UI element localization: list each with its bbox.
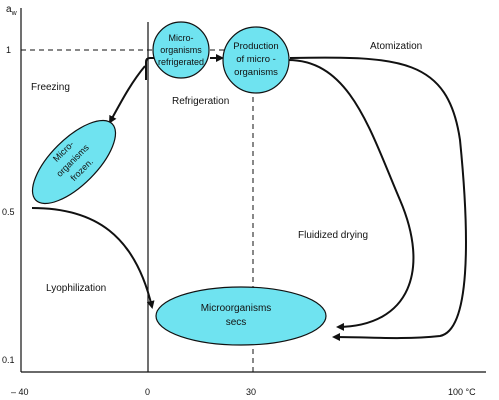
arrow-to-frozen [109, 65, 146, 124]
arrow-lyophilization [31, 207, 155, 309]
x-tick-0: 0 [145, 387, 150, 397]
node-refrigerated: Micro- organisms refrigerated [152, 21, 210, 79]
svg-text:of micro -: of micro - [236, 54, 276, 65]
label-lyophilization: Lyophilization [46, 283, 106, 294]
svg-text:refrigerated: refrigerated [158, 57, 204, 67]
y-tick-1: 1 [6, 45, 11, 55]
label-freezing: Freezing [31, 82, 70, 93]
arrow-fluidized-drying [287, 59, 415, 331]
svg-text:secs: secs [226, 317, 247, 328]
label-fluidized-drying: Fluidized drying [298, 230, 368, 241]
label-refrigeration: Refrigeration [172, 96, 229, 107]
svg-text:Production: Production [233, 41, 278, 52]
node-production: Production of micro - organisms [222, 26, 290, 94]
y-axis-label: aw [6, 4, 18, 17]
svg-text:Microorganisms: Microorganisms [201, 303, 272, 314]
node-dry-microorganisms: Microorganisms secs [155, 286, 327, 346]
node-frozen: Micro- organisms frozen. [31, 119, 117, 205]
svg-text:Micro-: Micro- [169, 33, 194, 43]
y-tick-0-1: 0.1 [2, 355, 15, 365]
y-tick-0-5: 0.5 [2, 207, 15, 217]
curve-zero-to-refrigerated [145, 57, 154, 80]
arrow-atomization [289, 56, 467, 342]
label-atomization: Atomization [370, 41, 422, 52]
x-tick-100: 100 °C [448, 387, 476, 397]
svg-text:organisms: organisms [160, 45, 202, 55]
x-tick-30: 30 [246, 387, 256, 397]
svg-text:organisms: organisms [234, 67, 278, 78]
x-tick-minus-40: – 40 [11, 387, 29, 397]
